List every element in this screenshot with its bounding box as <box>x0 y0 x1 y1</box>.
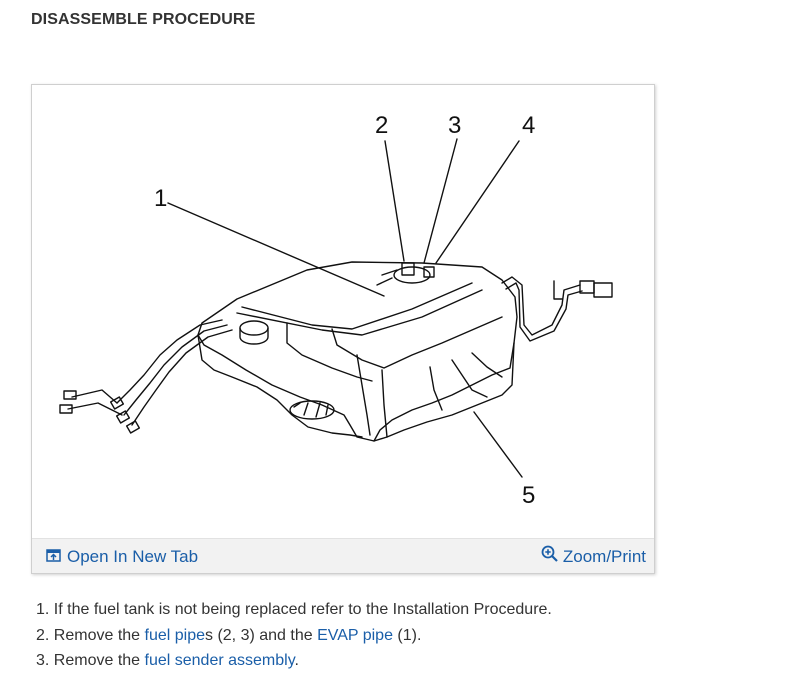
fuel-sender-assembly-link[interactable]: fuel sender assembly <box>144 652 295 669</box>
page-heading: DISASSEMBLE PROCEDURE <box>31 11 256 28</box>
figure-container: 1 2 3 4 5 Open In New Tab <box>31 84 655 574</box>
callout-5: 5 <box>522 482 535 509</box>
evap-pipe-link[interactable]: EVAP pipe <box>317 626 393 644</box>
procedure-steps: 1. If the fuel tank is not being replace… <box>36 597 552 674</box>
open-new-tab-icon <box>46 547 61 567</box>
step-3-prefix: 3. Remove the <box>36 652 145 669</box>
fuel-pipe-link[interactable]: fuel pipe <box>144 626 206 644</box>
figure-footer: Open In New Tab Zoom/Print <box>32 538 654 573</box>
step-2-suffix: (1). <box>392 626 422 644</box>
magnifier-plus-icon <box>541 545 559 568</box>
step-2-mid: s (2, 3) and the <box>205 626 318 644</box>
step-3: 3. Remove the fuel sender assembly. <box>36 648 552 674</box>
fuel-tank-illustration[interactable]: 1 2 3 4 5 <box>32 85 654 540</box>
callout-1: 1 <box>154 185 167 212</box>
zoom-print-link[interactable]: Zoom/Print <box>541 545 646 568</box>
step-3-suffix: . <box>294 652 299 669</box>
callout-2: 2 <box>375 112 388 139</box>
step-1-text: 1. If the fuel tank is not being replace… <box>36 601 552 618</box>
step-1: 1. If the fuel tank is not being replace… <box>36 597 552 623</box>
step-2: 2. Remove the fuel pipes (2, 3) and the … <box>36 623 552 649</box>
step-2-prefix: 2. Remove the <box>36 626 145 644</box>
open-in-new-tab-label: Open In New Tab <box>67 547 199 566</box>
zoom-print-label: Zoom/Print <box>562 546 646 566</box>
open-in-new-tab-link[interactable]: Open In New Tab <box>46 547 198 567</box>
callout-4: 4 <box>522 112 535 139</box>
callout-3: 3 <box>448 112 461 139</box>
